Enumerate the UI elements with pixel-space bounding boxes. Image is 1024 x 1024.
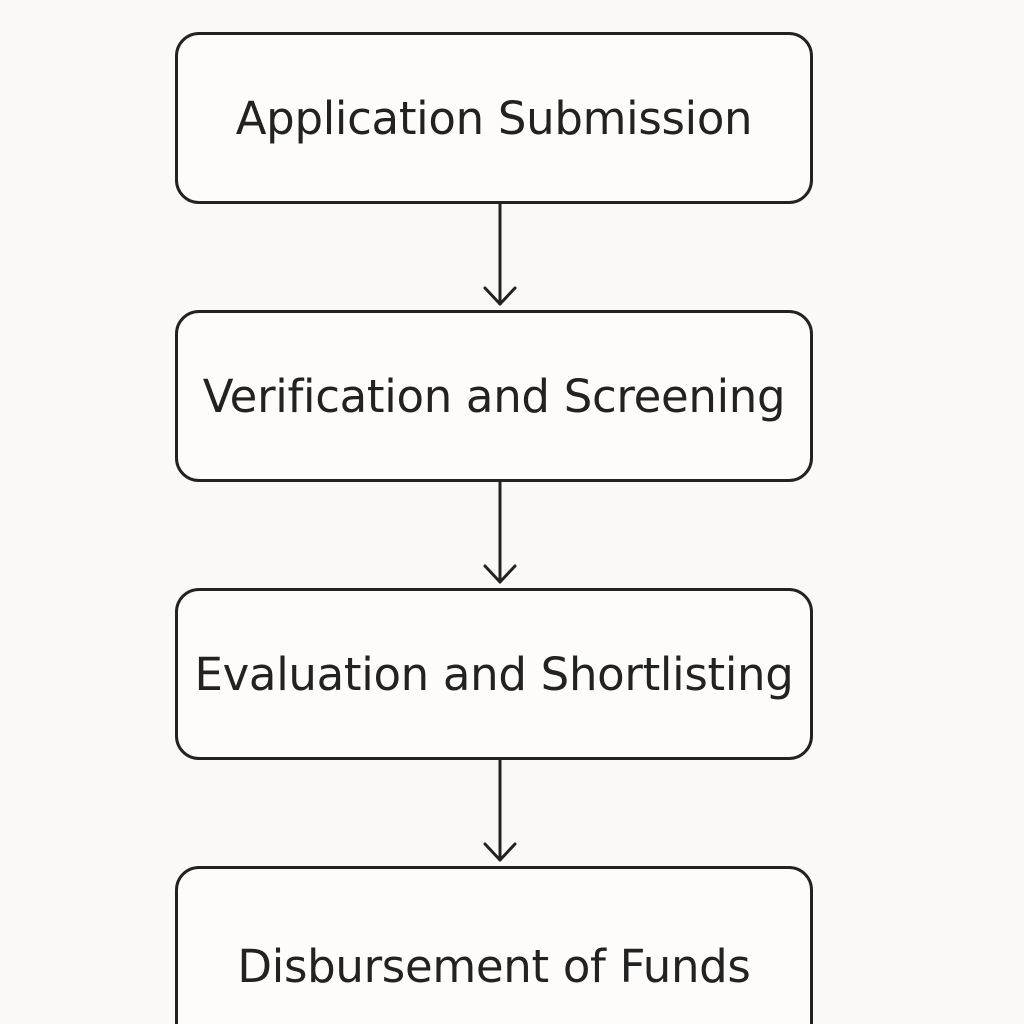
step-label: Evaluation and Shortlisting	[194, 647, 794, 701]
arrow-3-to-4	[483, 758, 517, 862]
arrow-2-to-3	[483, 480, 517, 584]
step-evaluation-and-shortlisting: Evaluation and Shortlisting	[175, 588, 813, 760]
step-verification-and-screening: Verification and Screening	[175, 310, 813, 482]
step-label: Disbursement of Funds	[237, 939, 751, 993]
step-label: Application Submission	[235, 91, 753, 145]
step-disbursement-of-funds: Disbursement of Funds	[175, 866, 813, 1024]
arrow-1-to-2	[483, 202, 517, 306]
step-application-submission: Application Submission	[175, 32, 813, 204]
step-label: Verification and Screening	[202, 369, 786, 423]
